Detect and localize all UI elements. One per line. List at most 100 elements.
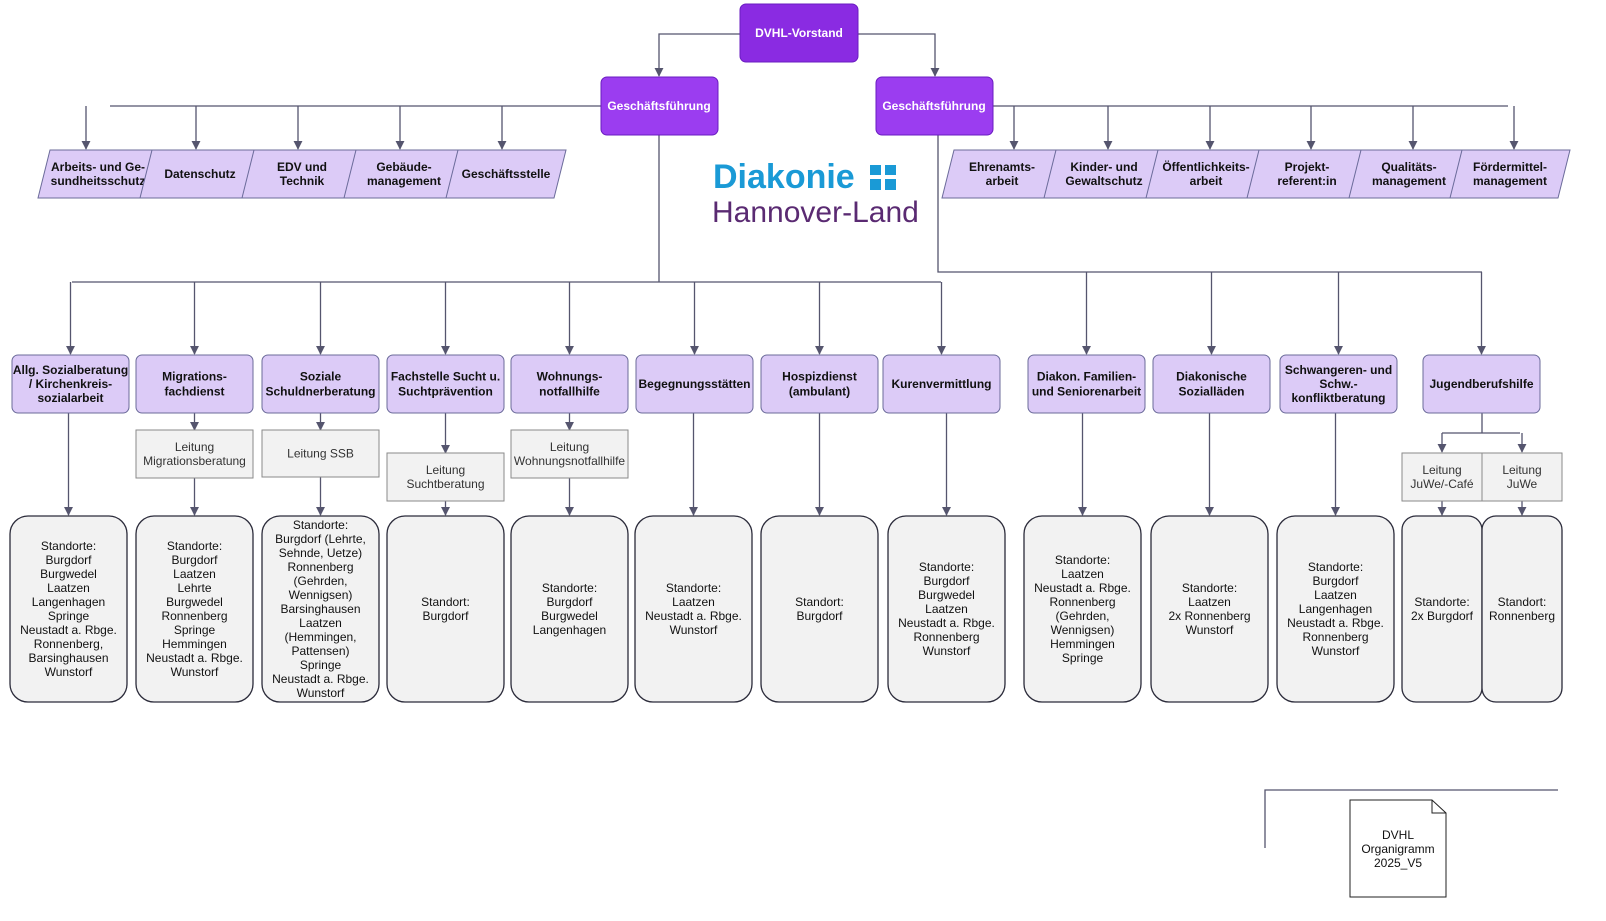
sites-label-0-line: Springe: [48, 609, 90, 623]
department-box-10[interactable]: [1279, 354, 1398, 414]
sites-label-7-line: Wunstorf: [923, 644, 971, 658]
staff-right-3-label: Projekt-referent:in: [1277, 160, 1336, 188]
jugend-sites-label-1-line: Ronnenberg: [1489, 609, 1555, 623]
department-box-2[interactable]: [261, 354, 380, 414]
department-label-11-line: Jugendberufshilfe: [1429, 377, 1533, 391]
management-right-box[interactable]: [875, 76, 994, 136]
sites-label-7-line: Burgdorf: [923, 574, 970, 588]
sites-label-0-line: Ronnenberg,: [34, 637, 103, 651]
sites-label-1-line: Wunstorf: [171, 665, 219, 679]
department-box-8[interactable]: [1027, 354, 1146, 414]
sites-label-0-line: Wunstorf: [45, 665, 93, 679]
sites-label-2-line: (Gehrden,: [293, 574, 347, 588]
sites-label-7-line: Standorte:: [919, 560, 974, 574]
sites-box-6: [760, 515, 879, 703]
sites-label-2-line: Barsinghausen: [280, 602, 360, 616]
lead-box-2[interactable]: [261, 429, 380, 478]
board-label: DVHL-Vorstand: [755, 26, 843, 40]
jugend-lead-box-1[interactable]: [1481, 452, 1563, 502]
sites-label-6-line: Burgdorf: [796, 609, 843, 623]
management-left-box[interactable]: [600, 76, 719, 136]
sites-label-8-line: Springe: [1062, 651, 1104, 665]
department-label-4-line: Wohnungs-: [537, 370, 603, 384]
department-box-7[interactable]: [882, 354, 1001, 414]
sites-label-1-line: Neustadt a. Rbge.: [146, 651, 243, 665]
staff-left-4-label-line: Geschäftsstelle: [462, 167, 551, 181]
jugend-lead-box-0[interactable]: [1401, 452, 1483, 502]
staff-left-3-label-line: Gebäude-: [376, 160, 431, 174]
sites-box-5: [634, 515, 753, 703]
lead-label-4-line: Wohnungsnotfallhilfe: [514, 454, 626, 468]
management-left-label: Geschäftsführung: [607, 99, 710, 113]
sites-label-10-line: Standorte:: [1308, 560, 1363, 574]
sites-box-9: [1150, 515, 1269, 703]
lead-label-4-line: Leitung: [550, 440, 589, 454]
staff-left-4-label: Geschäftsstelle: [462, 167, 551, 181]
jugend-lead-label-0-line: JuWe/-Café: [1410, 477, 1473, 491]
staff-right-4-label: Qualitäts-management: [1372, 160, 1446, 188]
sites-label-1-line: Springe: [174, 623, 216, 637]
jugend-sites-label-1: Standort:Ronnenberg: [1489, 595, 1555, 623]
sites-label-7-line: Neustadt a. Rbge.: [898, 616, 995, 630]
jugend-lead-label-1-line: Leitung: [1502, 463, 1541, 477]
sites-label-7-line: Burgwedel: [918, 588, 975, 602]
sites-label-9-line: Standorte:: [1182, 581, 1237, 595]
department-box-3[interactable]: [386, 354, 505, 414]
department-box-6[interactable]: [760, 354, 879, 414]
department-label-0: Allg. Sozialberatung/ Kirchenkreis-sozia…: [13, 363, 128, 405]
department-label-7-line: Kurenvermittlung: [891, 377, 991, 391]
department-label-8-line: und Seniorenarbeit: [1032, 385, 1141, 399]
sites-box-7: [887, 515, 1006, 703]
staff-left-3-label-line: management: [367, 174, 441, 188]
sites-label-0-line: Laatzen: [47, 581, 90, 595]
staff-left-0-label-line: sundheitsschutz: [51, 174, 146, 188]
department-label-0-line: sozialarbeit: [37, 391, 103, 405]
department-box-11[interactable]: [1422, 354, 1541, 414]
sites-label-1-line: Burgwedel: [166, 595, 223, 609]
sites-label-4-line: Burgdorf: [546, 595, 593, 609]
lead-box-4[interactable]: [510, 429, 629, 479]
department-box-4[interactable]: [510, 354, 629, 414]
jugend-sites-label-0-line: 2x Burgdorf: [1411, 609, 1474, 623]
department-box-5[interactable]: [635, 354, 754, 414]
department-label-10-line: konfliktberatung: [1291, 391, 1385, 405]
sites-box-1: [135, 515, 254, 703]
connector-arrow: [858, 33, 940, 77]
department-label-10-line: Schw.-: [1319, 377, 1357, 391]
sites-label-1-line: Hemmingen: [162, 637, 227, 651]
sites-box-8: [1023, 515, 1142, 703]
sites-label-0-line: Barsinghausen: [28, 651, 108, 665]
staff-right-3-label-line: Projekt-: [1285, 160, 1330, 174]
department-box-0[interactable]: [11, 354, 130, 414]
department-label-6-line: Hospizdienst: [782, 370, 857, 384]
sites-label-9-line: Laatzen: [1188, 595, 1231, 609]
staff-left-2-label-line: Technik: [280, 174, 325, 188]
lead-box-1[interactable]: [135, 429, 254, 479]
sites-label-1-line: Standorte:: [167, 539, 222, 553]
department-box-1[interactable]: [135, 354, 254, 414]
staff-right-4-label-line: management: [1372, 174, 1446, 188]
department-box-9[interactable]: [1152, 354, 1271, 414]
jugend-sites-label-0-line: Standorte:: [1414, 595, 1469, 609]
sites-label-8-line: Wennigsen): [1051, 623, 1115, 637]
sites-label-2-line: Ronnenberg: [287, 560, 353, 574]
sites-label-0-line: Langenhagen: [32, 595, 105, 609]
sites-box-4: [510, 515, 629, 703]
lead-box-3[interactable]: [386, 452, 505, 502]
staff-right-0-label-line: arbeit: [986, 174, 1019, 188]
version-note-label-line: Organigramm: [1361, 842, 1434, 856]
jugend-lead-label-1-line: JuWe: [1507, 477, 1538, 491]
board-box[interactable]: [739, 3, 859, 63]
connector-line: [1264, 789, 1558, 848]
sites-label-2-line: Wennigsen): [289, 588, 353, 602]
staff-right-0-label-line: Ehrenamts-: [969, 160, 1035, 174]
